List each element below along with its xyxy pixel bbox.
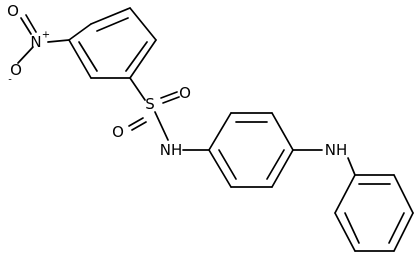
benzene-ring-phenyl (334, 174, 414, 252)
nitro-group (17, 14, 70, 64)
atom-nh-amine: NH (325, 141, 348, 159)
amine-bonds (292, 149, 356, 176)
benzene-ring-nitro (68, 7, 157, 79)
charge-minus: - (8, 75, 12, 86)
atom-n-plus: N (30, 33, 41, 51)
benzene-ring-central (182, 112, 294, 188)
charge-plus: + (42, 30, 50, 41)
atom-o-nitro: O (7, 2, 19, 20)
atom-o-sulfonyl-right: O (179, 84, 191, 102)
atom-o-minus: O (10, 61, 22, 79)
sulfonyl-group (128, 77, 180, 141)
atom-s: S (145, 95, 155, 113)
atom-nh-sulfonamide: NH (160, 141, 183, 159)
atom-o-sulfonyl-bottom: O (112, 123, 124, 141)
